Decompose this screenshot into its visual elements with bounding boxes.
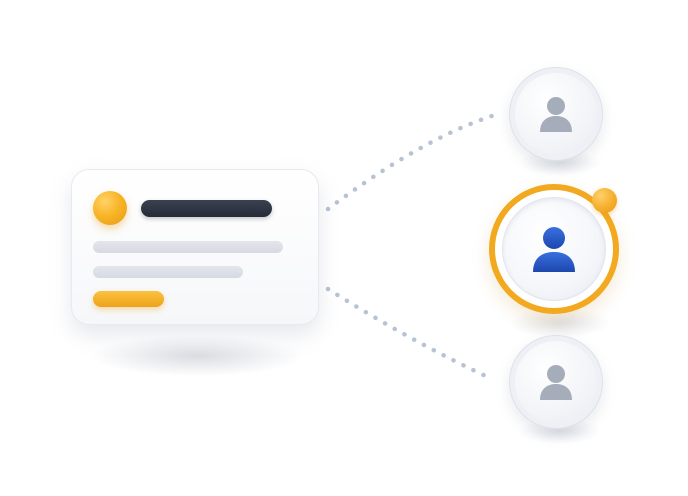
card-text-line-2 [93,266,243,278]
connector-to-bottom-user [325,286,493,381]
notification-dot-icon [592,188,617,213]
user-node-selected-inner [502,197,606,301]
user-node-top[interactable] [509,67,603,161]
user-node-selected[interactable] [489,184,619,314]
card-action-button[interactable] [93,291,164,307]
card-shadow [92,336,302,376]
person-icon [538,95,574,133]
person-icon [531,225,577,273]
card-title-placeholder [141,200,272,217]
user-node-bottom[interactable] [509,335,603,429]
profile-card[interactable] [71,169,319,325]
connector-to-top-user [325,111,501,212]
person-icon [538,363,574,401]
card-avatar-dot [93,191,127,225]
card-text-line-1 [93,241,283,253]
